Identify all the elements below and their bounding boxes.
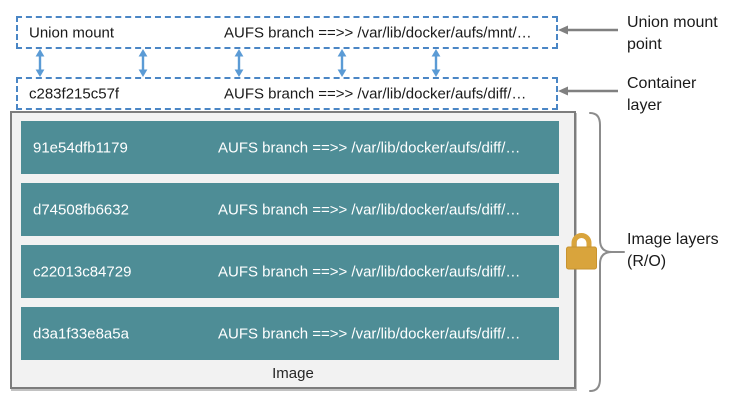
layer-row: d3a1f33e8a5a AUFS branch ==>> /var/lib/d…: [21, 307, 559, 360]
union-mount-label: Union mount: [29, 24, 115, 41]
annotation-image-layers: Image layers (R/O): [627, 229, 719, 273]
bidirectional-arrow-icon: [234, 49, 244, 77]
union-mount-box: Union mount AUFS branch ==>> /var/lib/do…: [16, 16, 558, 49]
annotation-line: layer: [627, 97, 662, 114]
layer-row: d74508fb6632 AUFS branch ==>> /var/lib/d…: [21, 183, 559, 236]
layer-branch: AUFS branch ==>> /var/lib/docker/aufs/di…: [218, 263, 521, 280]
union-mount-branch: AUFS branch ==>> /var/lib/docker/aufs/mn…: [224, 24, 532, 41]
container-layer-id: c283f215c57f: [29, 85, 120, 102]
annotation-line: (R/O): [627, 253, 667, 270]
bidirectional-arrow-icon: [35, 49, 45, 77]
layer-id: d3a1f33e8a5a: [33, 325, 129, 342]
bidirectional-arrow-icon: [138, 49, 148, 77]
image-box: 91e54dfb1179 AUFS branch ==>> /var/lib/d…: [10, 111, 576, 389]
layer-id: 91e54dfb1179: [33, 139, 128, 156]
left-arrow-icon: [558, 86, 618, 96]
layer-id: c22013c84729: [33, 263, 132, 280]
layer-id: d74508fb6632: [33, 201, 129, 218]
layer-branch: AUFS branch ==>> /var/lib/docker/aufs/di…: [218, 139, 521, 156]
image-caption: Image: [272, 365, 314, 382]
left-arrow-icon: [558, 25, 618, 35]
annotation-line: Union mount: [627, 14, 718, 31]
container-layer-branch: AUFS branch ==>> /var/lib/docker/aufs/di…: [224, 85, 527, 102]
bidirectional-arrow-icon: [337, 49, 347, 77]
container-layer-box: c283f215c57f AUFS branch ==>> /var/lib/d…: [16, 77, 558, 110]
layer-row: 91e54dfb1179 AUFS branch ==>> /var/lib/d…: [21, 121, 559, 174]
annotation-container-layer: Container layer: [627, 73, 696, 117]
layer-row: c22013c84729 AUFS branch ==>> /var/lib/d…: [21, 245, 559, 298]
annotation-line: point: [627, 36, 662, 53]
annotation-line: Image layers: [627, 231, 719, 248]
annotation-union-mount-point: Union mount point: [627, 12, 718, 56]
layer-branch: AUFS branch ==>> /var/lib/docker/aufs/di…: [218, 325, 521, 342]
lock-icon: [566, 233, 597, 270]
annotation-line: Container: [627, 75, 697, 92]
layer-branch: AUFS branch ==>> /var/lib/docker/aufs/di…: [218, 201, 521, 218]
bidirectional-arrow-icon: [431, 49, 441, 77]
curly-brace-icon: [589, 112, 625, 392]
